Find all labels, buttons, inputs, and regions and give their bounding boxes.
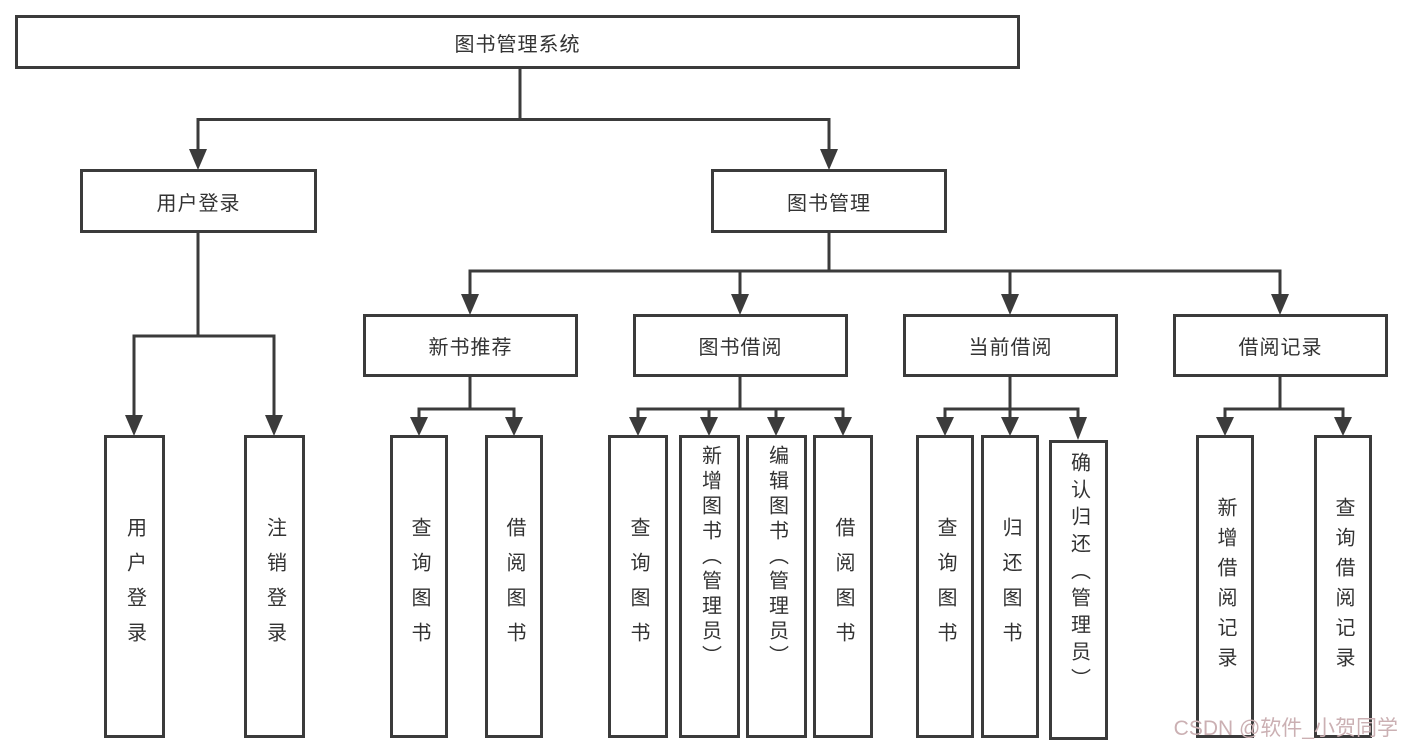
leaf-label: 借阅图书 <box>832 516 854 657</box>
node-book-management: 图书管理 <box>711 169 947 233</box>
leaf-label: 归还图书 <box>999 516 1021 657</box>
node-new-book-recommend: 新书推荐 <box>363 314 578 377</box>
node-user-login: 用户登录 <box>80 169 317 233</box>
arrow-down-icon <box>1069 417 1087 440</box>
arrow-down-icon <box>505 417 523 436</box>
leaf-add-borrow-record: 新增借阅记录 <box>1196 435 1254 738</box>
leaf-label: 新增借阅记录 <box>1214 496 1236 677</box>
arrow-down-icon <box>1271 294 1289 315</box>
arrow-down-icon <box>731 294 749 315</box>
leaf-label: 借阅图书 <box>503 516 525 657</box>
leaf-query-books-1: 查询图书 <box>390 435 448 738</box>
arrow-down-icon <box>820 149 838 170</box>
leaf-label: 新增图书（管理员） <box>698 445 721 670</box>
connector-current-borrow-branch <box>936 377 1087 440</box>
connector-borrow-record-branch <box>1216 377 1352 436</box>
connector-root-branch <box>189 69 838 170</box>
leaf-label: 查询图书 <box>934 516 956 657</box>
arrow-down-icon <box>1334 417 1352 436</box>
leaf-label: 查询图书 <box>627 516 649 657</box>
leaf-label: 确认归还（管理员） <box>1067 452 1090 695</box>
leaf-borrow-books-1: 借阅图书 <box>485 435 543 738</box>
node-current-borrowing: 当前借阅 <box>903 314 1118 377</box>
connector-user-login-branch <box>125 233 283 436</box>
csdn-watermark: CSDN @软件_小贺同学 <box>1173 717 1398 740</box>
arrow-down-icon <box>461 294 479 315</box>
arrow-down-icon <box>629 417 647 436</box>
leaf-user-login: 用户登录 <box>104 435 165 738</box>
connector-book-borrow-branch <box>629 377 852 436</box>
connector-new-book-branch <box>410 377 523 436</box>
leaf-query-books-2: 查询图书 <box>608 435 668 738</box>
leaf-label: 注销登录 <box>263 516 286 657</box>
leaf-label: 编辑图书（管理员） <box>765 445 788 670</box>
node-borrow-records: 借阅记录 <box>1173 314 1388 377</box>
arrow-down-icon <box>1001 294 1019 315</box>
connector-book-management-branch <box>461 233 1289 315</box>
leaf-return-books: 归还图书 <box>981 435 1039 738</box>
arrow-down-icon <box>936 417 954 436</box>
node-book-borrowing: 图书借阅 <box>633 314 848 377</box>
leaf-query-books-3: 查询图书 <box>916 435 974 738</box>
leaf-confirm-return-admin: 确认归还（管理员） <box>1049 440 1108 740</box>
leaf-logout: 注销登录 <box>244 435 305 738</box>
arrow-down-icon <box>834 417 852 436</box>
arrow-down-icon <box>125 415 143 436</box>
leaf-borrow-books-2: 借阅图书 <box>813 435 873 738</box>
leaf-edit-book-admin: 编辑图书（管理员） <box>746 435 807 738</box>
arrow-down-icon <box>700 417 718 436</box>
leaf-query-borrow-record: 查询借阅记录 <box>1314 435 1372 738</box>
arrow-down-icon <box>1001 417 1019 436</box>
arrow-down-icon <box>1216 417 1234 436</box>
arrow-down-icon <box>265 415 283 436</box>
leaf-label: 查询图书 <box>408 516 430 657</box>
arrow-down-icon <box>410 417 428 436</box>
leaf-label: 查询借阅记录 <box>1332 496 1354 677</box>
leaf-label: 用户登录 <box>123 516 146 657</box>
node-library-system: 图书管理系统 <box>15 15 1020 69</box>
leaf-add-book-admin: 新增图书（管理员） <box>679 435 740 738</box>
arrow-down-icon <box>189 149 207 170</box>
arrow-down-icon <box>767 417 785 436</box>
